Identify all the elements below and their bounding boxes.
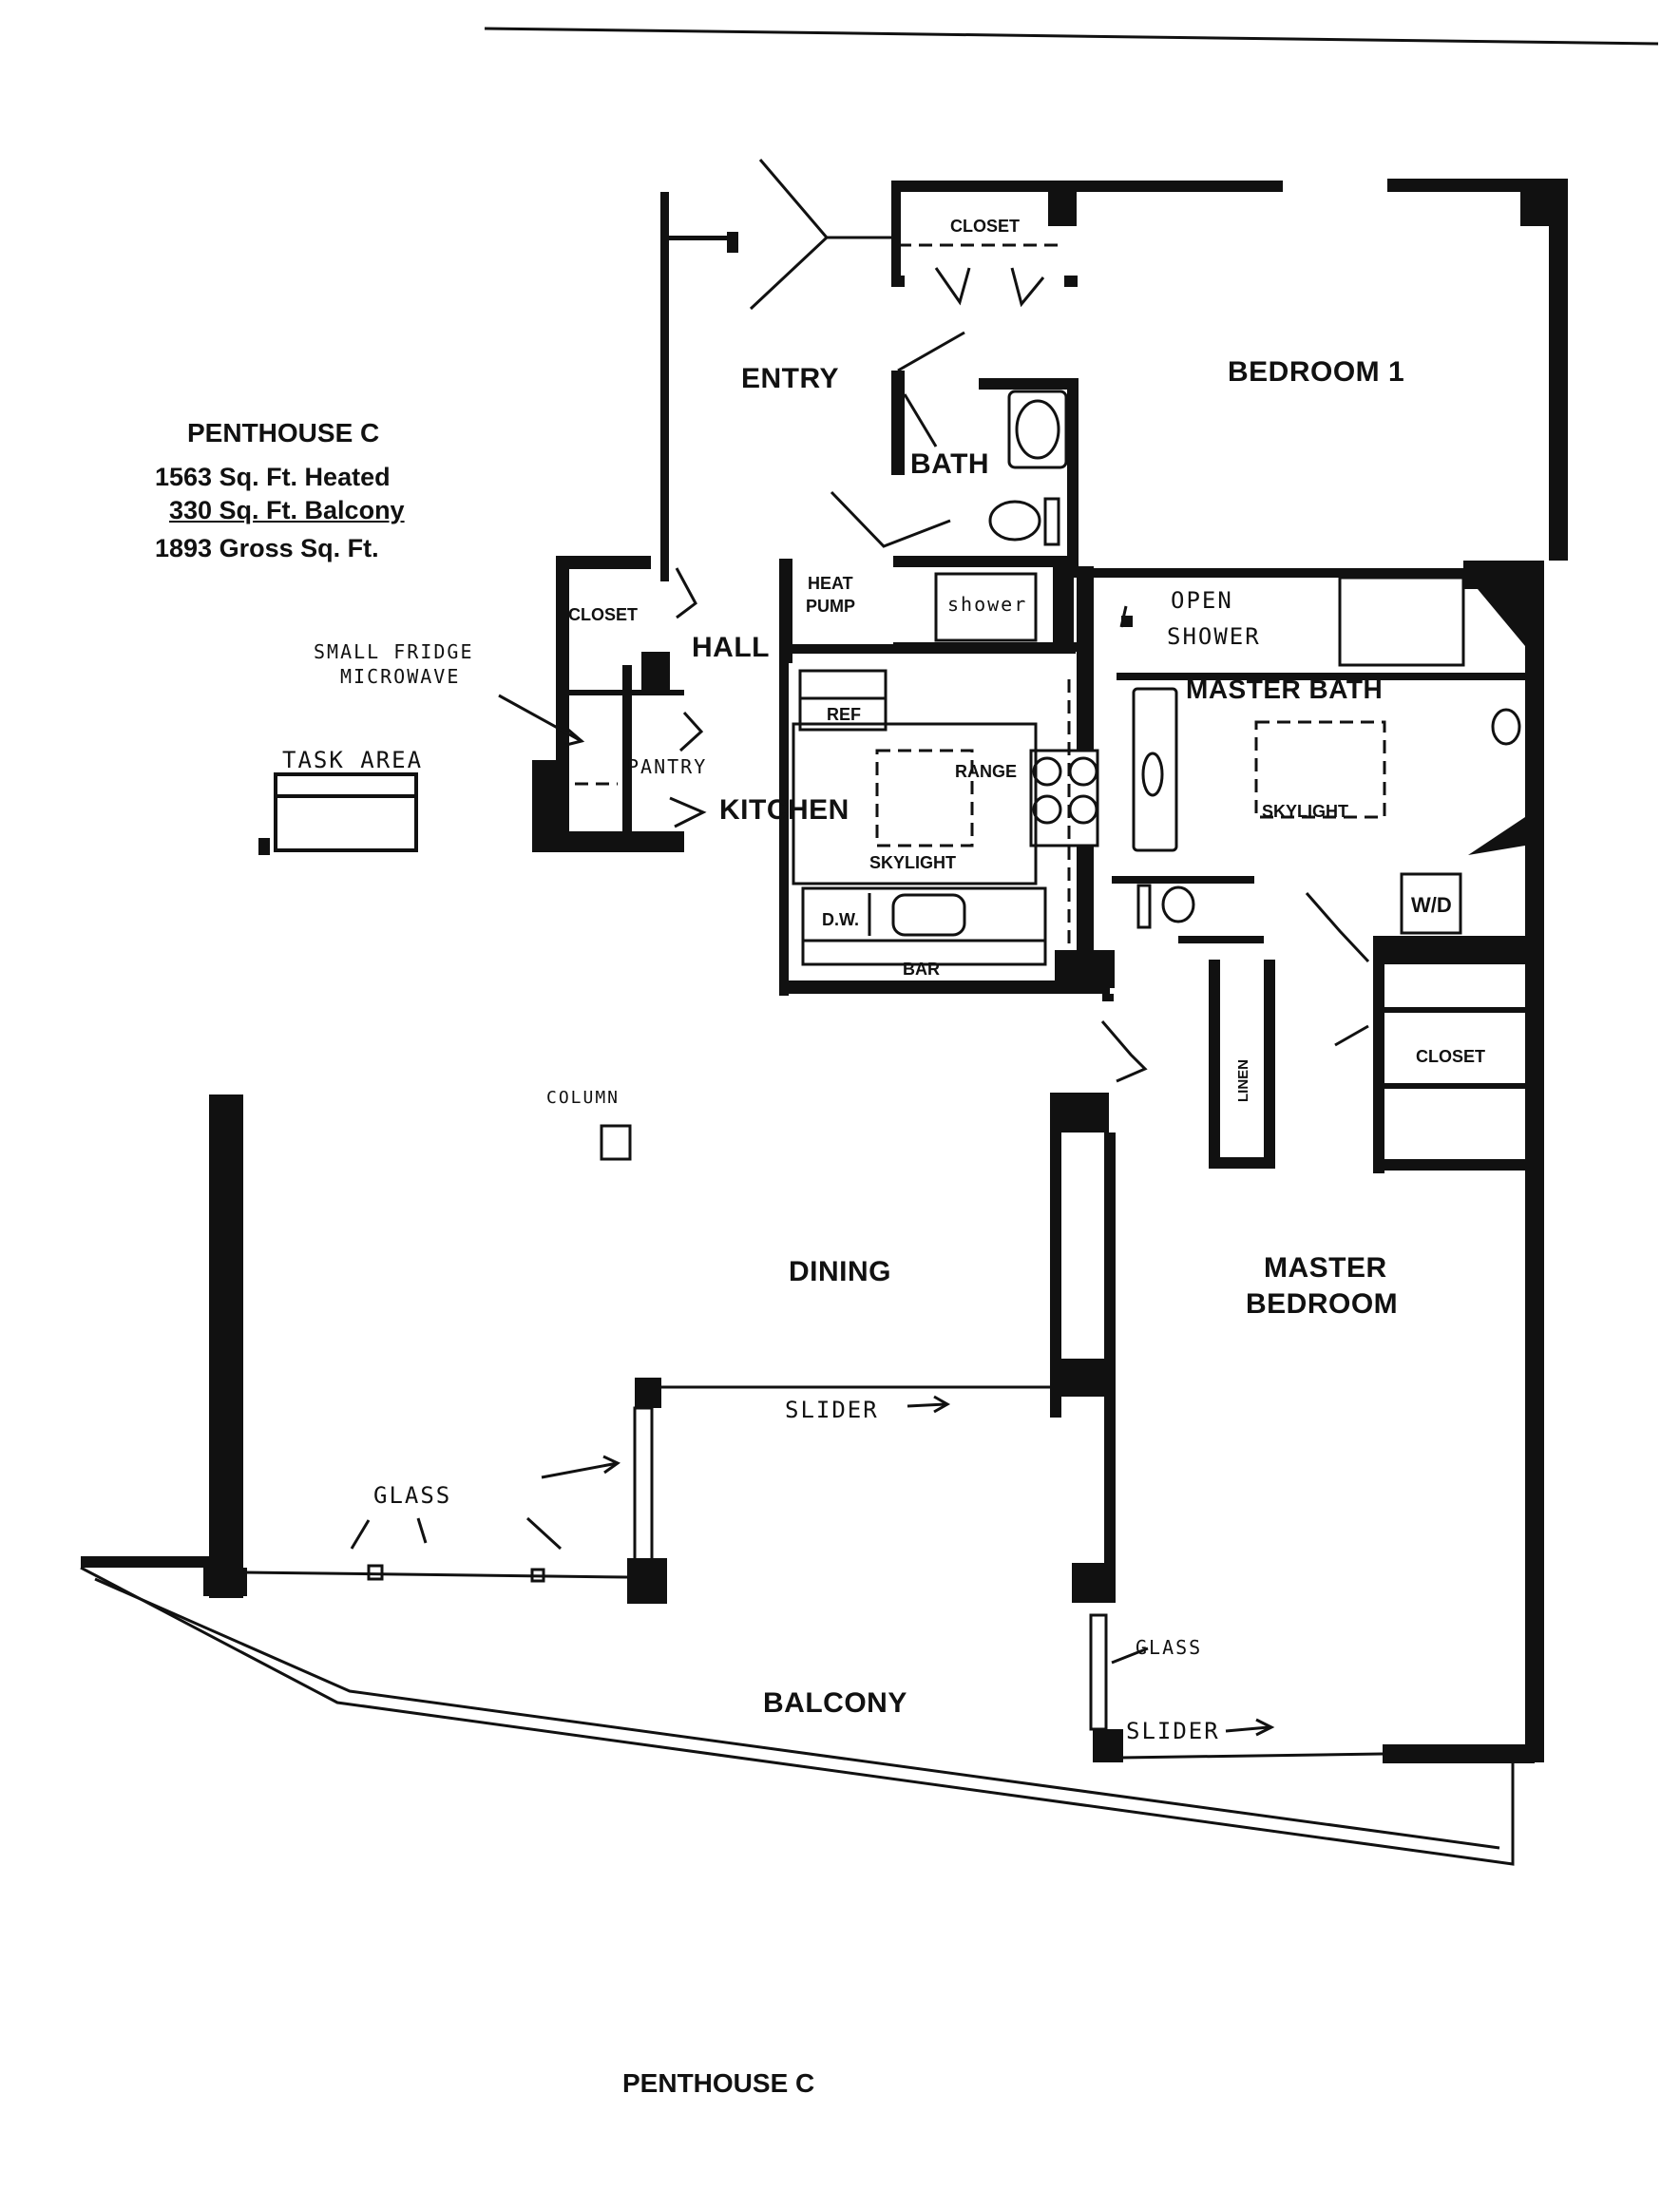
heat-pump-label-2: PUMP [806,597,856,616]
heat-pump-label-1: HEAT [808,574,853,593]
slider-dining-label: SLIDER [785,1397,879,1423]
range-label: RANGE [955,762,1018,781]
room-master-bedroom-1: MASTER [1264,1252,1387,1284]
wd-label: W/D [1411,893,1452,917]
exterior-walls [203,179,1568,1762]
skylights [575,243,1386,979]
glass-right-label: GLASS [1136,1636,1203,1659]
heated-area: 1563 Sq. Ft. Heated [155,463,391,491]
kitchen-walls [779,559,1114,1001]
top-rule [484,27,1659,46]
column-label: COLUMN [546,1088,620,1108]
room-master-bath: MASTER BATH [1186,675,1384,704]
task-area-counter [274,772,418,852]
balcony-area: 330 Sq. Ft. Balcony [169,496,405,524]
kitchen-fixtures [798,669,1099,966]
footer-title: PENTHOUSE C [622,2068,815,2098]
closet-top-label: CLOSET [950,217,1021,236]
dw-label: D.W. [822,910,859,929]
ref-label: REF [827,705,861,724]
bar-label: BAR [903,960,940,979]
task-area-label: TASK AREA [282,747,424,773]
closet-hall-label: CLOSET [568,605,639,624]
dining-glass [242,1385,1384,1760]
dining-walls [81,1093,1535,1763]
balcony-rail [80,1566,1515,1866]
column [600,1124,632,1161]
gross-area: 1893 Gross Sq. Ft. [155,534,379,562]
closet-master-label: CLOSET [1416,1047,1486,1066]
skylight-kitchen-label: SKYLIGHT [869,853,957,872]
skylight-bath-label: SKYLIGHT [1262,802,1349,821]
room-hall: HALL [692,632,770,663]
room-kitchen: KITCHEN [719,794,850,826]
small-fridge-label: SMALL FRIDGE [314,640,474,663]
room-bedroom-1: BEDROOM 1 [1228,356,1405,388]
shower-label: shower [947,593,1028,616]
slider-master-label: SLIDER [1126,1718,1220,1744]
annotation-arrows [350,694,1275,1737]
kitchen-island [792,722,1038,885]
bath-fixtures [934,390,1521,935]
room-dining: DINING [789,1256,891,1287]
room-bath: BATH [910,448,990,480]
pantry-walls [532,556,684,852]
master-bath-walls [1077,566,1544,988]
door-frames [891,276,1133,627]
open-shower-label-1: OPEN [1171,587,1233,614]
open-shower-label-2: SHOWER [1167,623,1261,650]
room-master-bedroom-2: BEDROOM [1246,1288,1399,1320]
room-balcony: BALCONY [763,1687,907,1719]
room-entry: ENTRY [741,363,840,394]
linen-closet-walls [1209,960,1539,1173]
linen-label: LINEN [1235,1059,1251,1102]
microwave-label: MICROWAVE [340,665,461,688]
plan-title: PENTHOUSE C [187,418,380,447]
glass-left-label: GLASS [373,1482,452,1509]
pantry-label: PANTRY [627,755,708,778]
